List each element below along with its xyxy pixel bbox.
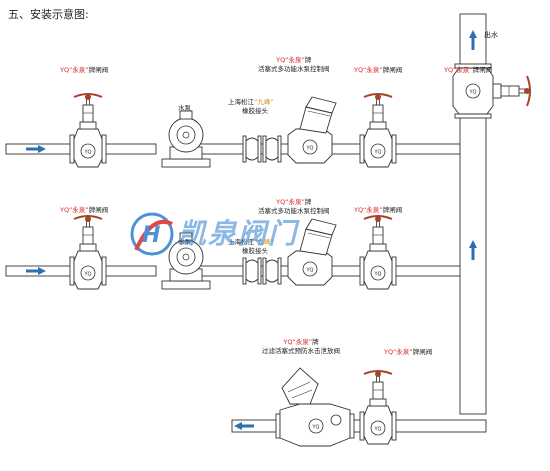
row1-rubber-joint (242, 135, 262, 163)
riser-gate-valve-label: YQ“永泉”牌闸阀 (444, 66, 492, 74)
row1-gate-valve-right-label: YQ“永泉”牌闸阀 (354, 66, 402, 74)
joint-brand: “九峰” (254, 238, 274, 246)
joint-prefix: 上海松江 (228, 98, 254, 106)
row2-rubber-joint-2 (262, 257, 282, 285)
valve-name: 活塞式多功能水泵控制阀 (258, 207, 330, 215)
brand: YQ“永泉” (276, 198, 305, 206)
brand: YQ“永泉” (60, 206, 89, 214)
brand-suffix: 牌 (304, 198, 312, 206)
row2-joint-label: 上海松江“九峰” 橡胶接头 (228, 238, 274, 256)
svg-text:YQ: YQ (312, 425, 320, 431)
watermark-logo: H (130, 212, 174, 256)
valve-name: 牌闸阀 (412, 348, 433, 356)
valve-name: 牌闸阀 (382, 206, 403, 214)
outlet-label: 出水 (484, 31, 498, 39)
row2-gate-valve-left (69, 215, 107, 290)
row1-pump-label: 水泵 (178, 104, 191, 112)
joint-name: 橡胶接头 (242, 107, 268, 115)
joint-name: 橡胶接头 (242, 247, 268, 255)
row2-gate-valve-right-label: YQ“永泉”牌闸阀 (354, 206, 402, 214)
joint-prefix: 上海松江 (228, 238, 254, 246)
row1-control-valve-label: YQ“永泉”牌 活塞式多功能水泵控制阀 (258, 56, 330, 74)
brand: YQ“永泉” (354, 66, 383, 74)
row2-control-valve-label: YQ“永泉”牌 活塞式多功能水泵控制阀 (258, 198, 330, 216)
brand: YQ“永泉” (384, 348, 413, 356)
row1-gate-valve-right (359, 93, 397, 168)
watermark-text: 凯泉阀门 (178, 217, 299, 250)
valve-name: 牌闸阀 (88, 206, 109, 214)
svg-text:H: H (142, 223, 160, 248)
row2-gate-valve-left-label: YQ“永泉”牌闸阀 (60, 206, 108, 214)
row2-pump-label: 水泵 (178, 238, 191, 246)
row2-rubber-joint (242, 257, 262, 285)
row1-control-valve (287, 96, 337, 164)
brand: YQ“永泉” (60, 66, 89, 74)
row2-gate-valve-right (359, 215, 397, 290)
valve-name: 牌闸阀 (382, 66, 403, 74)
brand: YQ“永泉” (276, 56, 305, 64)
riser-flow-arrow-top (469, 30, 477, 50)
row1-gate-valve-left-label: YQ“永泉”牌闸阀 (60, 66, 108, 74)
row3-surge-valve-label: YQ“永泉”牌 过滤活塞式预防水击泄放阀 (262, 338, 340, 356)
row3-gate-valve-label: YQ“永泉”牌闸阀 (384, 348, 432, 356)
joint-brand: “九峰” (254, 98, 274, 106)
brand: YQ“永泉” (283, 338, 313, 346)
riser-flow-arrow-mid (469, 240, 477, 260)
valve-name: 牌闸阀 (88, 66, 109, 74)
valve-name: 活塞式多功能水泵控制阀 (258, 65, 330, 73)
row1-joint-label: 上海松江“九峰” 橡胶接头 (228, 98, 274, 116)
row1-rubber-joint-2 (262, 135, 282, 163)
brand-suffix: 牌 (304, 56, 312, 64)
row1-pump (161, 110, 211, 168)
valve-name: 过滤活塞式预防水击泄放阀 (262, 347, 340, 355)
page-title: 五、安装示意图: (8, 8, 89, 21)
brand: YQ“永泉” (354, 206, 383, 214)
brand-suffix: 牌 (312, 338, 319, 346)
row3-surge-valve: YQ (275, 367, 355, 447)
brand: YQ“永泉” (444, 66, 473, 74)
row3-gate-valve (359, 370, 397, 445)
row3-flow-arrow (234, 422, 254, 430)
row1-gate-valve-left (69, 93, 107, 168)
valve-name: 牌闸阀 (472, 66, 493, 74)
